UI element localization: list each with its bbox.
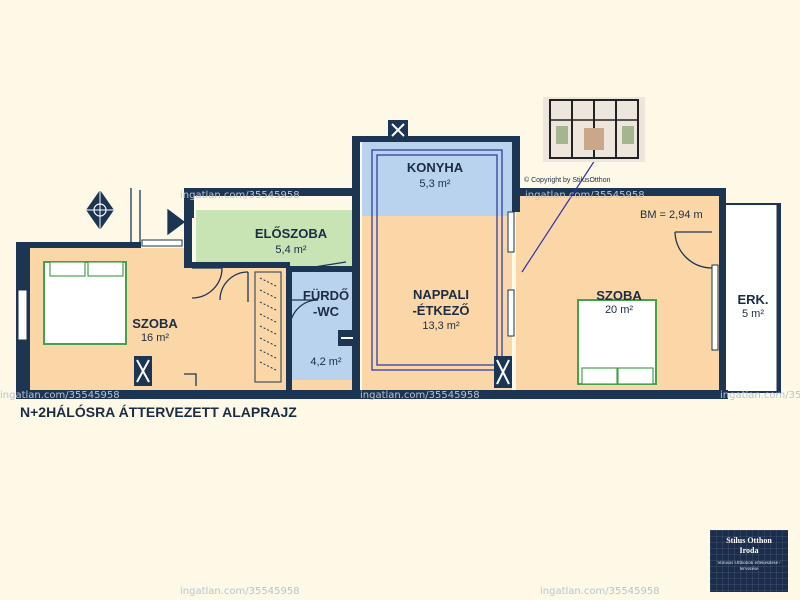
room-name-furdo: FÜRDŐ — [302, 288, 350, 303]
bed-left — [43, 261, 127, 345]
company-logo: Stílus Otthon Iroda Stílusos Otthonok ér… — [710, 530, 788, 592]
room-area-szoba-right: 20 m² — [604, 304, 634, 316]
room-area-konyha: 5,3 m² — [419, 178, 451, 190]
interior-photo — [543, 97, 645, 162]
walls — [16, 136, 728, 399]
watermark: ingatlan.com/35545958 — [540, 586, 660, 597]
watermark: ingatlan.com/35545958 — [180, 190, 300, 201]
room-name-konyha: KONYHA — [406, 160, 464, 175]
room-name-furdo-wc: -WC — [313, 304, 339, 319]
logo-line2: Iroda — [739, 546, 759, 555]
watermark: ingatlan.com/35545958 — [525, 190, 645, 201]
room-name-szoba-left: SZOBA — [132, 316, 178, 331]
watermark: ingatlan.com/35545958 — [0, 390, 120, 401]
room-area-erkely: 5 m² — [742, 308, 764, 320]
room-area-furdo: 4,2 m² — [310, 356, 342, 368]
floor-nappali — [362, 196, 512, 392]
plan-title: N+2HÁLÓSRA ÁTTERVEZETT ALAPRAJZ — [20, 404, 297, 420]
vent-icon — [338, 330, 356, 346]
watermark: ingatlan.com/35545958 — [180, 586, 300, 597]
vent-icon — [134, 356, 152, 386]
room-area-eloszoba: 5,4 m² — [275, 244, 307, 256]
copyright-text: © Copyright by StilusOtthon — [524, 177, 611, 184]
watermark: ingatlan.com/35545958 — [360, 390, 480, 401]
compass-icon — [86, 190, 114, 230]
floor-furdo — [290, 272, 358, 380]
room-name-etkezo: -ÉTKEZŐ — [412, 303, 470, 318]
wardrobe — [254, 271, 282, 383]
floor-erkely — [722, 206, 778, 392]
logo-line1: Stílus Otthon — [726, 536, 772, 545]
kitchen-counter — [371, 149, 503, 371]
room-name-eloszoba: ELŐSZOBA — [254, 226, 328, 241]
vent-icon — [388, 120, 408, 140]
room-area-szoba-left: 16 m² — [140, 332, 170, 344]
pointer-line — [521, 159, 596, 273]
vent-icon — [494, 356, 512, 388]
floor-eloszoba — [196, 210, 360, 266]
bed-right — [577, 299, 657, 385]
room-name-szoba-right: SZOBA — [596, 288, 642, 303]
windows — [17, 211, 719, 351]
room-name-erkely: ERK. — [737, 292, 769, 307]
doors — [184, 231, 713, 386]
balcony-frame — [723, 203, 781, 393]
room-area-nappali: 13,3 m² — [422, 320, 460, 332]
room-name-nappali: NAPPALI — [412, 287, 470, 302]
entrance-door — [130, 188, 186, 242]
watermark: ingatlan.com/35545958 — [720, 390, 800, 401]
logo-line3: Stílusos Otthonok értékesítése / tervezé… — [717, 561, 781, 572]
ceiling-height-label: BM = 2,94 m — [640, 209, 703, 221]
